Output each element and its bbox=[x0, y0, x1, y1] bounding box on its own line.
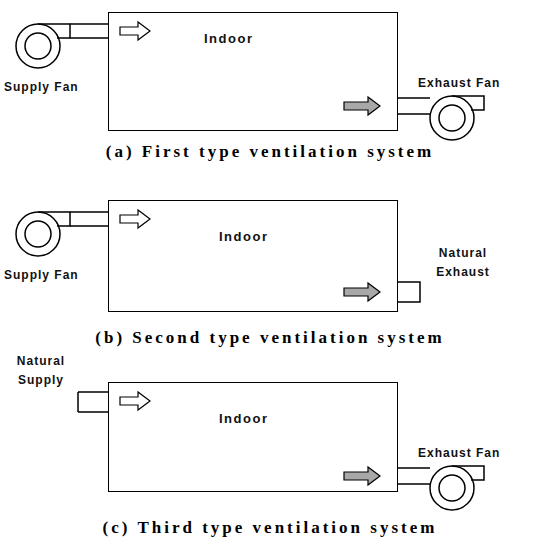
supply-air-arrow bbox=[120, 210, 150, 228]
equipment-label: Supply Fan bbox=[4, 266, 79, 285]
supply-duct bbox=[70, 24, 108, 38]
panel-b-art bbox=[16, 210, 420, 302]
exhaust-air-arrow bbox=[344, 97, 380, 115]
room-label: Indoor bbox=[219, 411, 268, 426]
supply-duct bbox=[70, 212, 108, 226]
equipment-label: Natural Exhaust bbox=[428, 244, 498, 282]
supply-fan-symbol bbox=[16, 24, 70, 68]
equipment-label: Supply Fan bbox=[4, 78, 79, 97]
exhaust-fan-symbol bbox=[430, 96, 484, 140]
exhaust-air-arrow bbox=[344, 283, 380, 301]
panel-a-art bbox=[16, 22, 484, 140]
supply-air-arrow bbox=[120, 22, 150, 40]
figure-caption: (c) Third type ventilation system bbox=[103, 514, 438, 541]
exhaust-air-arrow bbox=[344, 467, 380, 485]
room-box: Indoor bbox=[108, 12, 398, 131]
room-label: Indoor bbox=[219, 229, 268, 244]
equipment-label: Exhaust Fan bbox=[418, 74, 500, 93]
equipment-label: Exhaust Fan bbox=[418, 444, 500, 463]
exhaust-fan-symbol bbox=[430, 466, 484, 510]
equipment-label: Natural Supply bbox=[6, 352, 76, 390]
exhaust-duct bbox=[398, 98, 431, 114]
room-box: Indoor bbox=[108, 382, 398, 492]
exhaust-duct bbox=[398, 468, 431, 484]
figure-caption: (a) First type ventilation system bbox=[106, 138, 434, 165]
supply-air-arrow bbox=[120, 392, 150, 410]
room-label: Indoor bbox=[204, 31, 253, 46]
supply-opening bbox=[78, 392, 108, 412]
room-box: Indoor bbox=[108, 200, 398, 312]
supply-fan-symbol bbox=[16, 212, 70, 256]
figure-caption: (b) Second type ventilation system bbox=[95, 324, 444, 351]
exhaust-opening bbox=[398, 282, 420, 302]
